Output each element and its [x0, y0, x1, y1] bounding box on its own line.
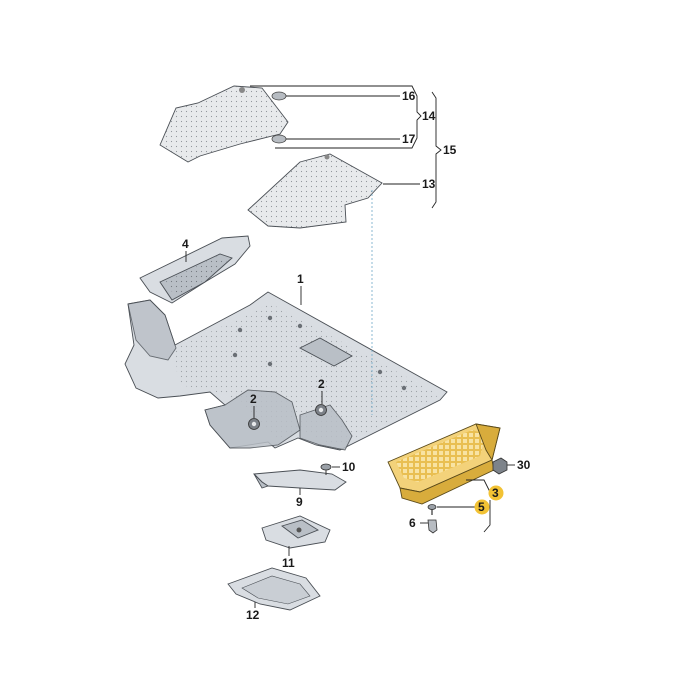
label-13: 13 — [422, 177, 436, 191]
badge-3 — [488, 485, 504, 501]
label-2a: 2 — [250, 392, 257, 406]
bolt-part-5 — [427, 504, 437, 515]
grommet-2a — [248, 418, 260, 430]
label-2b: 2 — [318, 377, 325, 391]
label-30: 30 — [517, 458, 531, 472]
storage-tray-part-3 — [387, 423, 501, 505]
nut-part-6 — [427, 519, 438, 534]
clip-part-10 — [320, 463, 332, 475]
label-12: 12 — [246, 608, 260, 622]
callout-numbers: 16 14 17 15 13 4 1 2 2 10 30 9 3 5 6 11 … — [182, 89, 531, 622]
label-4: 4 — [182, 237, 189, 251]
leader-lines — [185, 85, 515, 608]
cover-part-9 — [252, 469, 347, 491]
highlight-badges — [474, 485, 504, 515]
label-10: 10 — [342, 460, 356, 474]
label-16: 16 — [402, 89, 416, 103]
cover-part-11 — [261, 515, 331, 549]
label-17: 17 — [402, 132, 416, 146]
label-5: 5 — [478, 500, 485, 514]
label-14: 14 — [422, 109, 436, 123]
floor-mat-front — [159, 85, 289, 163]
floor-mat-rear — [247, 153, 383, 229]
label-1: 1 — [297, 272, 304, 286]
badge-5 — [474, 499, 490, 515]
fastener-clip-16 — [271, 91, 287, 101]
tray-part-4 — [139, 235, 251, 304]
label-11: 11 — [282, 556, 295, 570]
clip-part-30 — [492, 457, 508, 475]
cover-part-12 — [227, 567, 321, 611]
fastener-clip-17 — [271, 134, 287, 144]
label-15: 15 — [443, 143, 457, 157]
floor-covering-part-1 — [124, 291, 448, 451]
label-3: 3 — [492, 486, 499, 500]
label-9: 9 — [296, 495, 303, 509]
grommet-2b — [315, 404, 327, 416]
label-6: 6 — [409, 516, 416, 530]
